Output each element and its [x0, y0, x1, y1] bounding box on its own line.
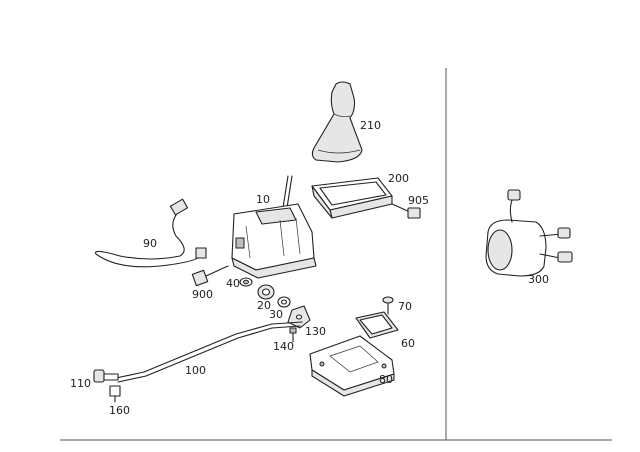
part-900-connector[interactable]: [191, 265, 229, 287]
label-20: 20: [257, 299, 271, 312]
part-110-end-fitting[interactable]: [93, 369, 119, 383]
part-10-shifter-housing[interactable]: [231, 175, 317, 279]
label-160: 160: [109, 404, 130, 417]
label-140: 140: [273, 340, 294, 353]
part-60-mount[interactable]: [355, 311, 399, 339]
label-200: 200: [388, 172, 409, 185]
label-210: 210: [360, 119, 381, 132]
part-100-shift-cable[interactable]: [115, 321, 303, 383]
label-100: 100: [185, 364, 206, 377]
label-80: 80: [379, 373, 393, 386]
label-905: 905: [408, 194, 429, 207]
label-300: 300: [528, 273, 549, 286]
part-30-washer[interactable]: [277, 296, 291, 308]
label-60: 60: [401, 337, 415, 350]
part-90-harness[interactable]: [94, 198, 207, 268]
part-40-clip[interactable]: [239, 277, 253, 287]
part-70-bolt[interactable]: [382, 296, 394, 315]
label-30: 30: [269, 308, 283, 321]
part-300-actuator[interactable]: [485, 189, 573, 277]
label-900: 900: [192, 288, 213, 301]
part-80-base-plate[interactable]: [309, 335, 395, 397]
part-210-shift-boot[interactable]: [311, 81, 363, 163]
part-200-trim-frame[interactable]: [311, 177, 393, 219]
label-90: 90: [143, 237, 157, 250]
label-40: 40: [226, 277, 240, 290]
label-110: 110: [70, 377, 91, 390]
part-160-retaining-clip[interactable]: [109, 385, 121, 403]
part-20-bushing[interactable]: [257, 284, 275, 300]
label-70: 70: [398, 300, 412, 313]
label-10: 10: [256, 193, 270, 206]
label-130: 130: [305, 325, 326, 338]
part-140-screw[interactable]: [289, 327, 297, 343]
part-905-plug[interactable]: [391, 203, 421, 219]
